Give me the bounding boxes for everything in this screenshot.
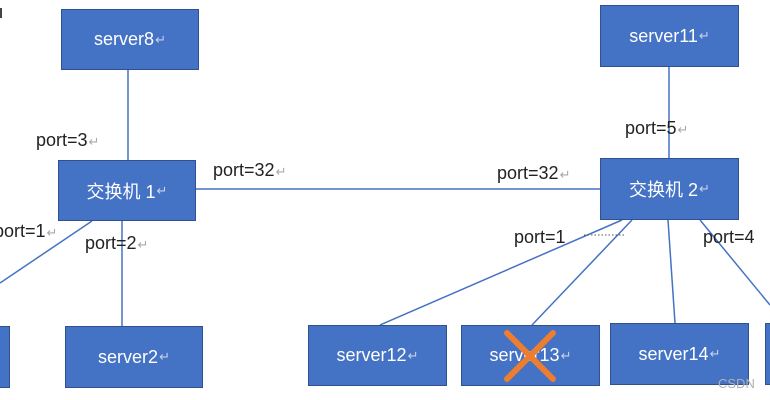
return-mark-icon: ↵ — [137, 237, 149, 252]
switch1-label: 交换机 1 — [86, 181, 156, 202]
link-switch1-left — [0, 220, 93, 284]
return-mark-icon: ↵ — [46, 225, 58, 240]
port-text: port=5 — [625, 118, 677, 138]
return-mark-icon: ↵ — [155, 31, 166, 47]
port-label-sw2-p4: port=4 — [703, 228, 755, 246]
port-label-sw1-up: port=3↵ — [36, 131, 99, 149]
return-mark-icon: ↵ — [275, 164, 287, 179]
return-mark-icon: ↵ — [407, 347, 419, 363]
link-switch2-server13 — [531, 219, 633, 326]
switch2-node[interactable]: 交换机 2↵ — [600, 158, 739, 220]
port-label-sw2-trunk: port=32↵ — [497, 164, 570, 182]
return-mark-icon: ↵ — [709, 346, 721, 361]
port-text: port=4 — [703, 227, 755, 247]
server14-label: server14 — [638, 343, 709, 364]
csdn-watermark: CSDN — [718, 376, 755, 391]
server12-label: server12 — [336, 345, 407, 365]
return-mark-icon: ↵ — [677, 122, 689, 137]
port-text: port=32 — [497, 163, 559, 183]
port-label-sw2-p1: port=1 — [514, 228, 566, 246]
switch1-node[interactable]: 交换机 1↵ — [58, 160, 196, 221]
server14-node[interactable]: server14↵ — [610, 323, 749, 385]
link-switch2-right — [699, 219, 770, 306]
switch2-label: 交换机 2 — [629, 180, 699, 200]
port-label-sw2-up: port=5↵ — [625, 119, 688, 137]
return-mark-icon: ↵ — [559, 167, 571, 182]
return-mark-icon: ↵ — [159, 349, 170, 364]
port-label-sw1-left: port=1↵ — [0, 222, 57, 240]
left-edge-node[interactable] — [0, 326, 10, 388]
port-text: port=1 — [514, 227, 566, 247]
server8-label: server8 — [94, 29, 155, 49]
server2-node[interactable]: server2↵ — [65, 326, 203, 388]
server2-label: server2 — [98, 346, 159, 367]
port-label-sw1-trunk: port=32↵ — [213, 161, 286, 179]
server13-node[interactable]: server13↵ — [461, 325, 600, 386]
port-text: port=2 — [85, 233, 137, 253]
return-mark-icon: ↵ — [88, 134, 100, 149]
right-edge-node[interactable] — [765, 323, 770, 385]
server13-label: server13 — [489, 345, 560, 365]
link-switch2-server14 — [667, 219, 676, 324]
port-text: port=1 — [0, 221, 46, 241]
link-switch2-server12 — [379, 219, 623, 326]
port-text: port=32 — [213, 160, 275, 180]
server12-node[interactable]: server12↵ — [308, 325, 447, 386]
port-text: port=3 — [36, 130, 88, 150]
port-label-sw1-down: port=2↵ — [85, 234, 148, 252]
server8-node[interactable]: server8↵ — [61, 9, 199, 70]
return-mark-icon: ↵ — [698, 28, 710, 43]
server11-node[interactable]: server11↵ — [600, 5, 739, 67]
return-mark-icon: ↵ — [699, 181, 710, 196]
x-mark-icon — [504, 330, 556, 382]
return-mark-icon: ↵ — [560, 347, 572, 363]
cropped-edge-mark — [0, 8, 2, 18]
server11-label: server11 — [629, 25, 698, 46]
return-mark-icon: ↵ — [156, 182, 168, 198]
